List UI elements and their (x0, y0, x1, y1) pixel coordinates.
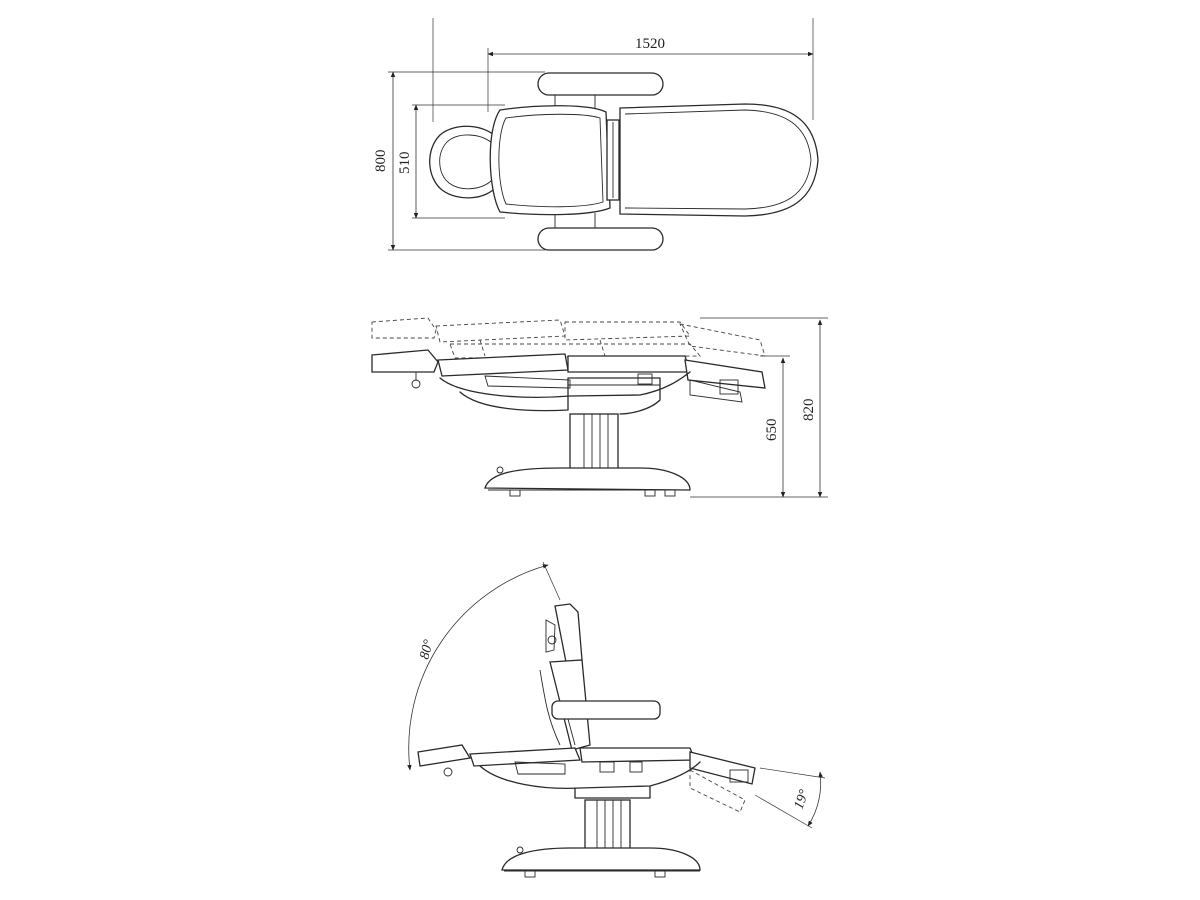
foot-end-left (417, 744, 472, 767)
lift-housing (459, 377, 661, 415)
headrest-side (554, 603, 583, 663)
chair-base (484, 467, 691, 491)
lift-column (569, 413, 619, 473)
elevation-view: 650 820 (371, 317, 828, 498)
raised-position-outline (371, 317, 766, 359)
backrest-top (489, 105, 611, 216)
leg-angle-label: 19° (792, 787, 813, 811)
leg-section-side (689, 751, 756, 785)
max-height-label: 820 (801, 399, 817, 422)
armrest-side (551, 700, 661, 720)
lowered-position-outline (371, 349, 766, 403)
seat-leg-section (619, 103, 819, 217)
length-label: 1520 (635, 36, 665, 52)
seat-side (469, 747, 581, 767)
headrest (429, 125, 498, 199)
width-label: 800 (373, 150, 389, 173)
seat-width-label: 510 (397, 152, 413, 175)
min-height-label: 650 (764, 419, 780, 442)
lift-column-side (584, 799, 631, 851)
side-view: 80° 19° (407, 561, 826, 878)
chair-base-side (501, 847, 701, 871)
top-view: 1520 800 510 (373, 18, 819, 251)
armrest-bottom (537, 227, 664, 251)
seat-side-right (579, 747, 696, 763)
backrest-angle-label: 80° (417, 638, 437, 661)
leg-angle-arc (807, 771, 823, 827)
armrest-top (537, 72, 664, 96)
backrest-angle-arc (407, 564, 549, 771)
